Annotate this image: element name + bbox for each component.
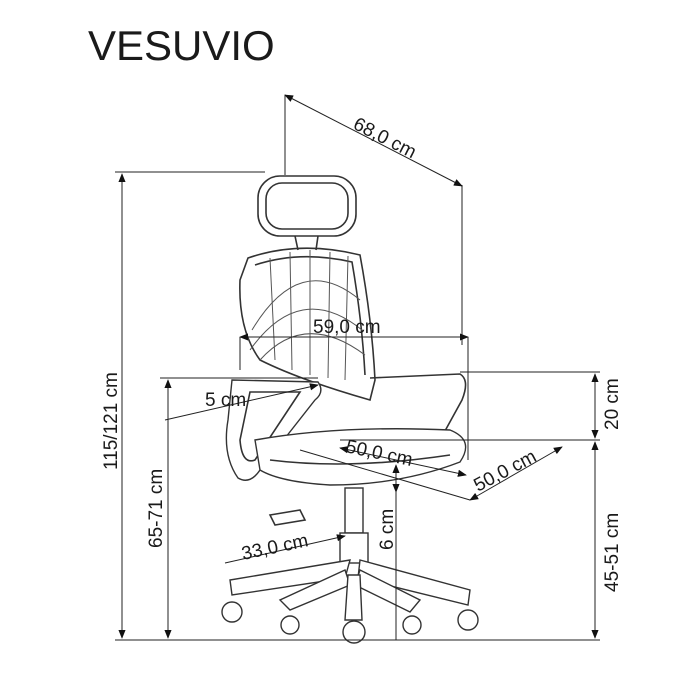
dimension-lines: [115, 94, 600, 641]
base-radius-label: 33,0 cm: [240, 530, 310, 565]
seat-width-label: 50,0 cm: [470, 446, 540, 496]
chair-illustration: [221, 175, 479, 644]
armrest-width-label: 5 cm: [205, 390, 246, 411]
armrest-height-label: 65-71 cm: [146, 469, 167, 548]
seat-adjust-label: 6 cm: [377, 509, 398, 550]
seat-height-label: 45-51 cm: [602, 513, 623, 592]
depth-overall-label: 68,0 cm: [350, 114, 420, 163]
width-overall-label: 59,0 cm: [313, 317, 381, 338]
height-total-label: 115/121 cm: [101, 372, 122, 470]
backrest-above-seat-label: 20 cm: [602, 378, 623, 430]
product-title: VESUVIO: [88, 22, 275, 69]
